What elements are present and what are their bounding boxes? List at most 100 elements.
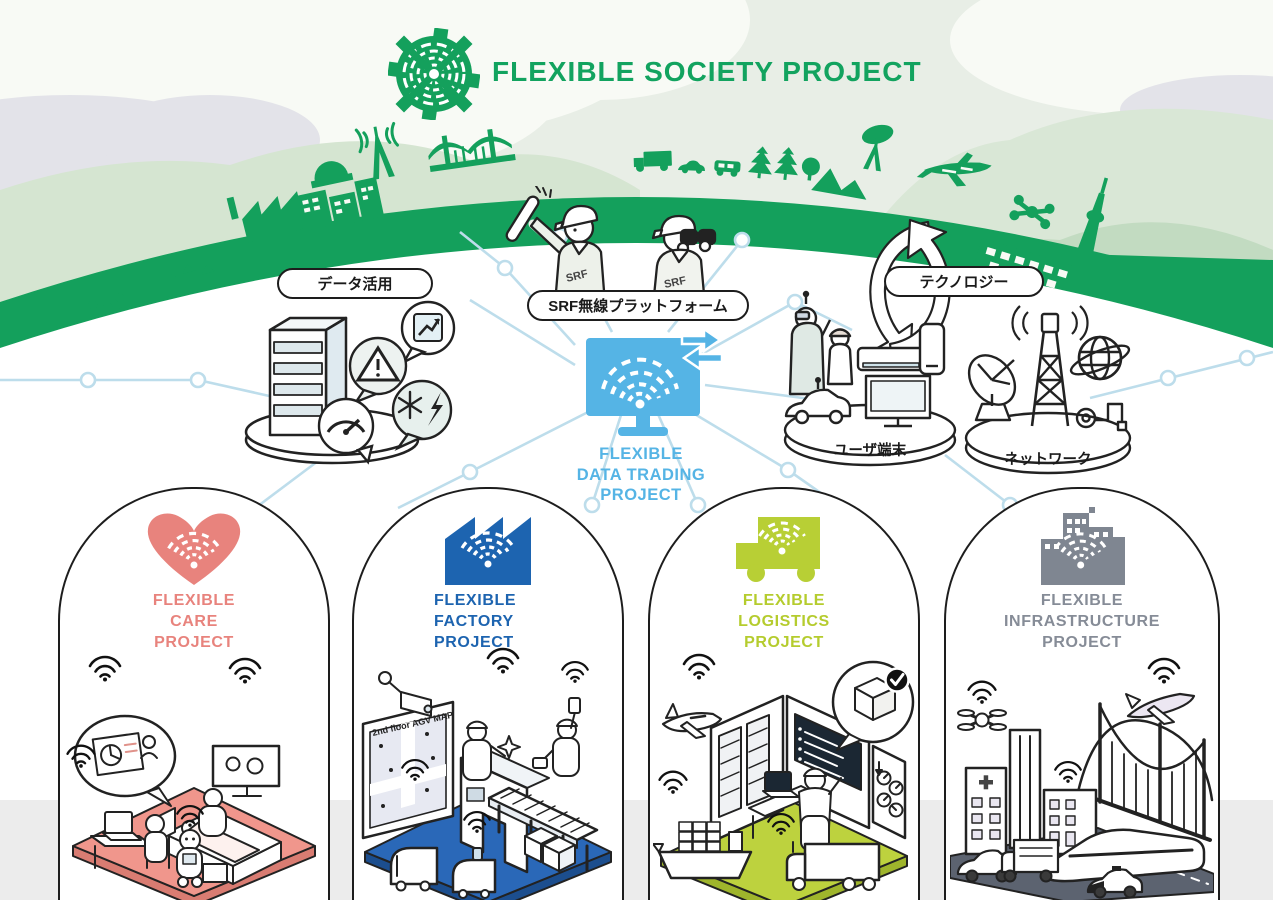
- office-tower: [1008, 728, 1042, 850]
- title-line: PROJECT: [744, 633, 824, 651]
- mountains-silhouette: [811, 168, 867, 200]
- suspension-bridge: [1074, 702, 1214, 842]
- factory-scene: 2nd floor AGV MAP: [361, 647, 612, 900]
- label-technology: テクノロジー: [884, 266, 1044, 297]
- tv-icon: [864, 374, 932, 428]
- hospital-building: [964, 766, 1008, 856]
- title-line: PROJECT: [600, 486, 682, 505]
- air-conditioner-icon: [856, 346, 926, 372]
- worker-baton: SRF: [505, 186, 607, 306]
- logistics-operator: [798, 767, 842, 865]
- page-title: FLEXIBLE SOCIETY PROJECT: [492, 56, 922, 87]
- logistics-project-arch: FLEXIBLE LOGISTICS PROJECT: [648, 487, 920, 900]
- person-at-laptop: [144, 814, 170, 869]
- infrastructure-project-title: FLEXIBLE INFRASTRUCTURE PROJECT: [946, 591, 1218, 653]
- title-line: FLEXIBLE: [434, 592, 517, 609]
- logistics-scene: [653, 653, 915, 900]
- label-srf-platform: SRF無線プラットフォーム: [527, 290, 749, 321]
- drone-silhouette-right: [1009, 194, 1055, 230]
- dashboard-panel: [871, 744, 907, 840]
- care-robot: [176, 829, 228, 888]
- factory-icon: [445, 517, 531, 585]
- cable-icon: [1075, 402, 1128, 432]
- care-project-arch: FLEXIBLE CARE PROJECT: [58, 487, 330, 900]
- smartphone-icon: [918, 322, 946, 376]
- bridge-silhouette: [428, 128, 516, 172]
- van-silhouette: [714, 160, 741, 177]
- care-heart-icon: [147, 513, 241, 585]
- title-line: LOGISTICS: [738, 612, 830, 630]
- box-truck: [1000, 838, 1060, 883]
- logistics-project-title: FLEXIBLE LOGISTICS PROJECT: [650, 591, 918, 653]
- check-badge: [884, 667, 910, 693]
- city-blocks-silhouette: [296, 176, 385, 232]
- infrastructure-city-icon: [1041, 507, 1125, 585]
- spire-tower-silhouette: [1060, 177, 1109, 301]
- infrastructure-drone: [957, 709, 1007, 731]
- gauge-bubble: [317, 397, 375, 465]
- exchange-arrows-icon: [680, 328, 724, 372]
- technology-illustration: ユーザ端末: [783, 218, 1132, 475]
- vr-user: [788, 290, 832, 396]
- title-line: FLEXIBLE: [1040, 592, 1124, 609]
- truck-silhouette: [633, 150, 672, 172]
- passenger-plane: [1125, 692, 1196, 725]
- radio-tower-silhouette: [354, 121, 400, 180]
- data-trading-title: FLEXIBLE DATA TRADING PROJECT: [553, 444, 729, 506]
- logistics-truck-icon: [736, 517, 820, 582]
- satellite-tower-silhouette: [862, 124, 894, 172]
- trees-silhouette: [748, 146, 820, 181]
- care-scene: [66, 655, 316, 900]
- cell-tower-icon: [1011, 305, 1089, 427]
- video-call-tv: [211, 744, 281, 797]
- title-line: PROJECT: [154, 633, 234, 651]
- uniform-text: SRF: [663, 275, 687, 291]
- laptop-desk: [90, 811, 154, 869]
- infrastructure-project-arch: FLEXIBLE INFRASTRUCTURE PROJECT: [944, 487, 1220, 900]
- title-line: PROJECT: [1042, 633, 1122, 651]
- factory-silhouette: [226, 191, 307, 243]
- data-utilization-illustration: [244, 300, 456, 465]
- plane-silhouette-right: [916, 152, 992, 187]
- infrastructure-scene: [950, 657, 1214, 900]
- bullet-train: [1040, 828, 1206, 883]
- telemedicine-bubble: [73, 714, 177, 807]
- factory-worker-2: [532, 697, 581, 777]
- container-ship: [653, 821, 753, 880]
- title-line: FLEXIBLE: [742, 592, 826, 609]
- title-line: PROJECT: [434, 633, 514, 651]
- agv-robot-2: [451, 847, 497, 899]
- title-line: INFRASTRUCTURE: [1004, 612, 1160, 630]
- warning-bubble: [348, 336, 408, 405]
- package-check-bubble: [831, 660, 915, 751]
- car-silhouette: [678, 160, 705, 174]
- uniform-text: SRF: [565, 268, 590, 285]
- child-user: [826, 328, 854, 386]
- label-network: ネットワーク: [1005, 451, 1092, 468]
- pallet-boxes: [524, 827, 576, 872]
- satellite-dish-icon: [967, 354, 1017, 422]
- care-project-title: FLEXIBLE CARE PROJECT: [60, 591, 328, 653]
- connected-car-icon: [784, 376, 852, 425]
- label-data-use: データ活用: [277, 268, 433, 299]
- houses-silhouette: [164, 261, 240, 297]
- title-line: DATA TRADING: [576, 465, 706, 484]
- title-line: CARE: [170, 612, 218, 630]
- srf-workers-illustration: SRF SRF: [505, 186, 717, 308]
- sparkle-icon: [497, 735, 521, 759]
- factory-project-title: FLEXIBLE FACTORY PROJECT: [434, 591, 516, 653]
- title-line: FACTORY: [434, 612, 514, 630]
- title-line: FLEXIBLE: [599, 445, 683, 463]
- factory-project-arch: FLEXIBLE FACTORY PROJECT 2nd floor AGV M…: [352, 487, 624, 900]
- radar-logo-icon: [388, 28, 480, 120]
- data-trading-monitor-icon: [586, 328, 724, 436]
- globe-icon: [1069, 335, 1131, 381]
- cargo-plane: [661, 703, 723, 739]
- label-user-terminal: ユーザ端末: [834, 441, 907, 459]
- server-rack-icon: [268, 316, 348, 437]
- chart-bubble: [400, 300, 456, 365]
- delivery-truck: [785, 841, 881, 891]
- title-line: FLEXIBLE: [152, 592, 236, 609]
